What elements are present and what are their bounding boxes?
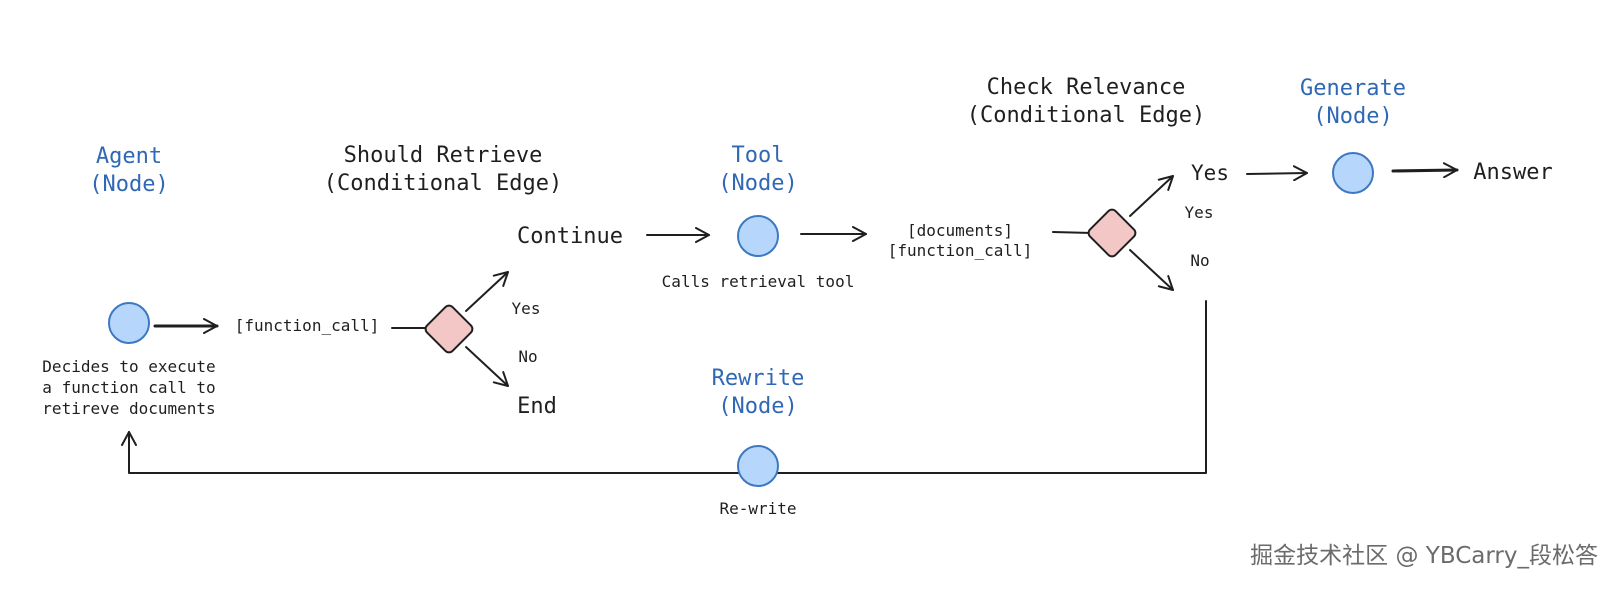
should-retrieve-diamond: [424, 304, 474, 354]
documents-to-decision-line: [1052, 231, 1093, 234]
tool-node-title: Tool: [732, 143, 785, 168]
agent-node-title: Agent: [96, 144, 162, 169]
tool-node-circle: [737, 215, 779, 257]
documents-label: [documents]: [907, 221, 1013, 240]
should-retrieve-yes-arrow: [465, 271, 509, 312]
agent-node-subtitle: (Node): [89, 172, 168, 197]
should-retrieve-no-arrow: [465, 346, 509, 387]
continue-label: Continue: [517, 224, 623, 249]
should-retrieve-title: Should Retrieve: [344, 143, 543, 168]
function-call-label-2: [function_call]: [888, 241, 1033, 260]
agent-node-desc-line-3: retireve documents: [42, 399, 215, 418]
end-label: End: [517, 394, 557, 419]
tool-node-desc: Calls retrieval tool: [662, 272, 855, 291]
check-relevance-yes-label: Yes: [1185, 203, 1214, 222]
rewrite-node-desc: Re-write: [719, 499, 796, 518]
rewrite-node-subtitle: (Node): [718, 394, 797, 419]
should-retrieve-yes-label: Yes: [512, 299, 541, 318]
answer-label: Answer: [1473, 160, 1552, 185]
rewrite-node-title: Rewrite: [712, 366, 805, 391]
check-relevance-yes-arrow: [1129, 175, 1174, 217]
yes-to-generate-arrow: [1246, 165, 1308, 182]
check-relevance-title: Check Relevance: [987, 75, 1186, 100]
generate-node-title: Generate: [1300, 76, 1406, 101]
should-retrieve-subtitle: (Conditional Edge): [324, 171, 562, 196]
generate-node-subtitle: (Node): [1313, 104, 1392, 129]
check-relevance-no-arrow: [1129, 249, 1174, 291]
rewrite-node-circle: [737, 445, 779, 487]
should-retrieve-no-label: No: [518, 347, 537, 366]
agent-node-desc-line-1: Decides to execute: [42, 357, 215, 376]
check-relevance-no-label: No: [1190, 251, 1209, 270]
check-relevance-subtitle: (Conditional Edge): [967, 103, 1205, 128]
agent-node-circle: [108, 302, 150, 344]
rewrite-loop-arrow: [121, 300, 1207, 474]
watermark-text: 掘金技术社区 @ YBCarry_段松答: [1250, 543, 1598, 569]
generate-to-answer-arrow: [1391, 162, 1459, 179]
function-call-label-1: [function_call]: [235, 316, 380, 335]
tool-node-subtitle: (Node): [718, 171, 797, 196]
check-relevance-diamond: [1087, 208, 1137, 258]
agent-node-desc-line-2: a function call to: [42, 378, 215, 397]
check-relevance-yes-branch-label: Yes: [1191, 161, 1229, 185]
generate-node-circle: [1332, 152, 1374, 194]
